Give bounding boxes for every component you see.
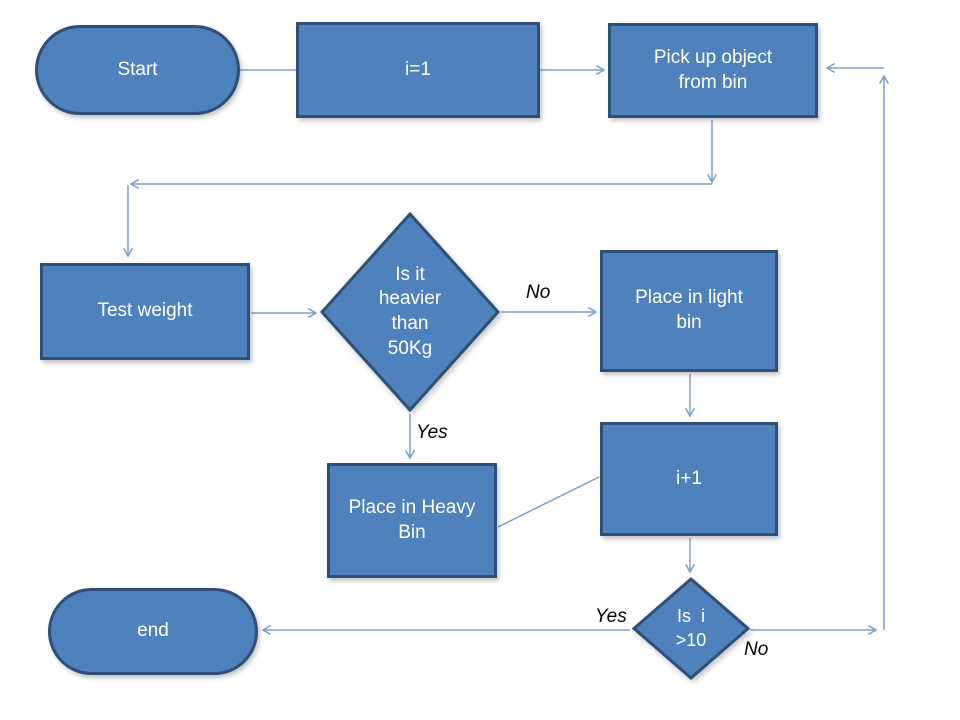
node-decision-count: Is i >10: [632, 577, 750, 680]
edge-label-count-yes: Yes: [595, 606, 627, 627]
node-place-light: Place in light bin: [600, 250, 778, 372]
node-start: Start: [35, 25, 240, 115]
node-decision-count-label: Is i >10: [675, 606, 707, 650]
node-pickup: Pick up object from bin: [608, 23, 818, 118]
node-init-label: i=1: [405, 58, 431, 80]
node-increment-label: i+1: [676, 467, 702, 489]
node-place-heavy: Place in Heavy Bin: [327, 463, 497, 578]
node-init: i=1: [296, 22, 540, 118]
node-decision-weight-label: Is it heavier than 50Kg: [378, 263, 442, 359]
decision-count-shape: [632, 577, 750, 680]
node-test-weight: Test weight: [40, 263, 250, 360]
node-place-heavy-label: Place in Heavy Bin: [348, 496, 476, 543]
node-decision-weight: Is it heavier than 50Kg: [320, 212, 500, 412]
node-increment: i+1: [600, 422, 778, 536]
node-place-light-label: Place in light bin: [635, 287, 743, 333]
node-end: end: [48, 588, 258, 675]
node-pickup-label: Pick up object from bin: [653, 46, 773, 93]
edge-label-weight-yes: Yes: [416, 422, 448, 443]
node-end-label: end: [137, 620, 169, 642]
connector-heavy-to-increment: [497, 476, 600, 528]
edge-label-count-no: No: [744, 639, 769, 660]
decision-weight-shape: [320, 212, 500, 412]
node-start-label: Start: [117, 58, 158, 80]
edge-label-weight-no: No: [526, 282, 551, 303]
node-test-weight-label: Test weight: [97, 300, 193, 322]
